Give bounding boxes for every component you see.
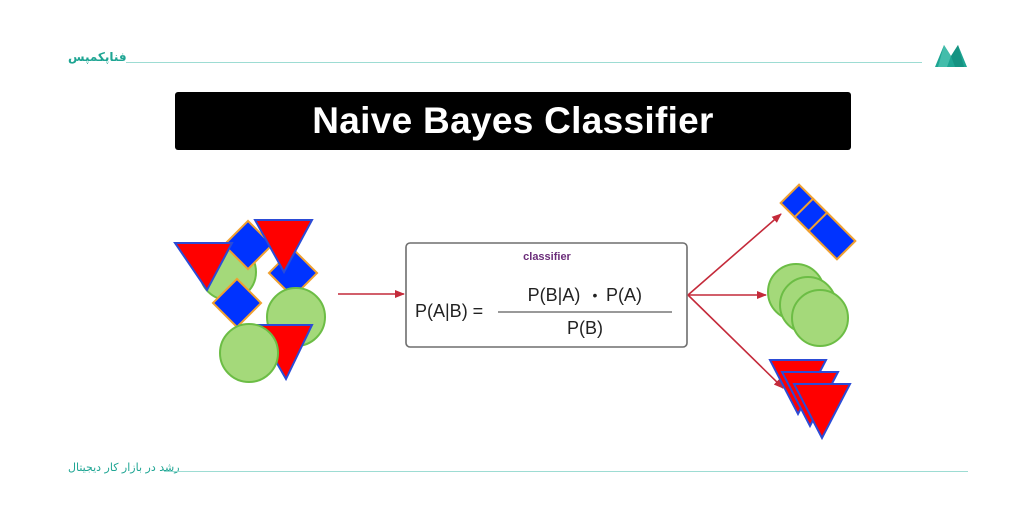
input-diamond	[211, 277, 263, 329]
output-arrow-diamonds	[687, 213, 782, 296]
input-triangle	[253, 219, 314, 275]
title-banner: Naive Bayes Classifier	[175, 92, 851, 150]
input-diamond	[222, 219, 274, 271]
classifier-label: classifier	[523, 251, 571, 263]
output-arrow-triangles	[687, 294, 784, 389]
formula-multiply-dot: •	[593, 287, 598, 303]
brand-name: فناپکمپس	[68, 50, 127, 64]
output-triangle-group	[768, 359, 852, 441]
input-circle	[219, 323, 279, 383]
output-diamond	[807, 211, 857, 261]
output-circle	[791, 289, 849, 347]
formula-numerator-left: P(B|A)	[528, 285, 581, 305]
page-title: Naive Bayes Classifier	[312, 100, 714, 141]
formula-lhs: P(A|B) =	[415, 301, 483, 321]
brand-logo-icon	[935, 45, 967, 67]
output-circle-group	[767, 263, 849, 347]
output-triangle	[792, 383, 852, 441]
formula-denominator: P(B)	[567, 318, 603, 338]
header-divider	[126, 62, 922, 63]
formula-numerator-right: P(A)	[606, 285, 642, 305]
input-triangle	[173, 242, 234, 292]
output-diamond-group	[779, 183, 857, 261]
brand-tagline: رشد در بازار کار دیجیتال	[68, 461, 180, 474]
input-shape-cluster	[173, 219, 326, 383]
footer-divider	[164, 471, 968, 472]
classifier-box: classifier P(A|B) = P(B|A) • P(A) P(B)	[405, 242, 688, 348]
